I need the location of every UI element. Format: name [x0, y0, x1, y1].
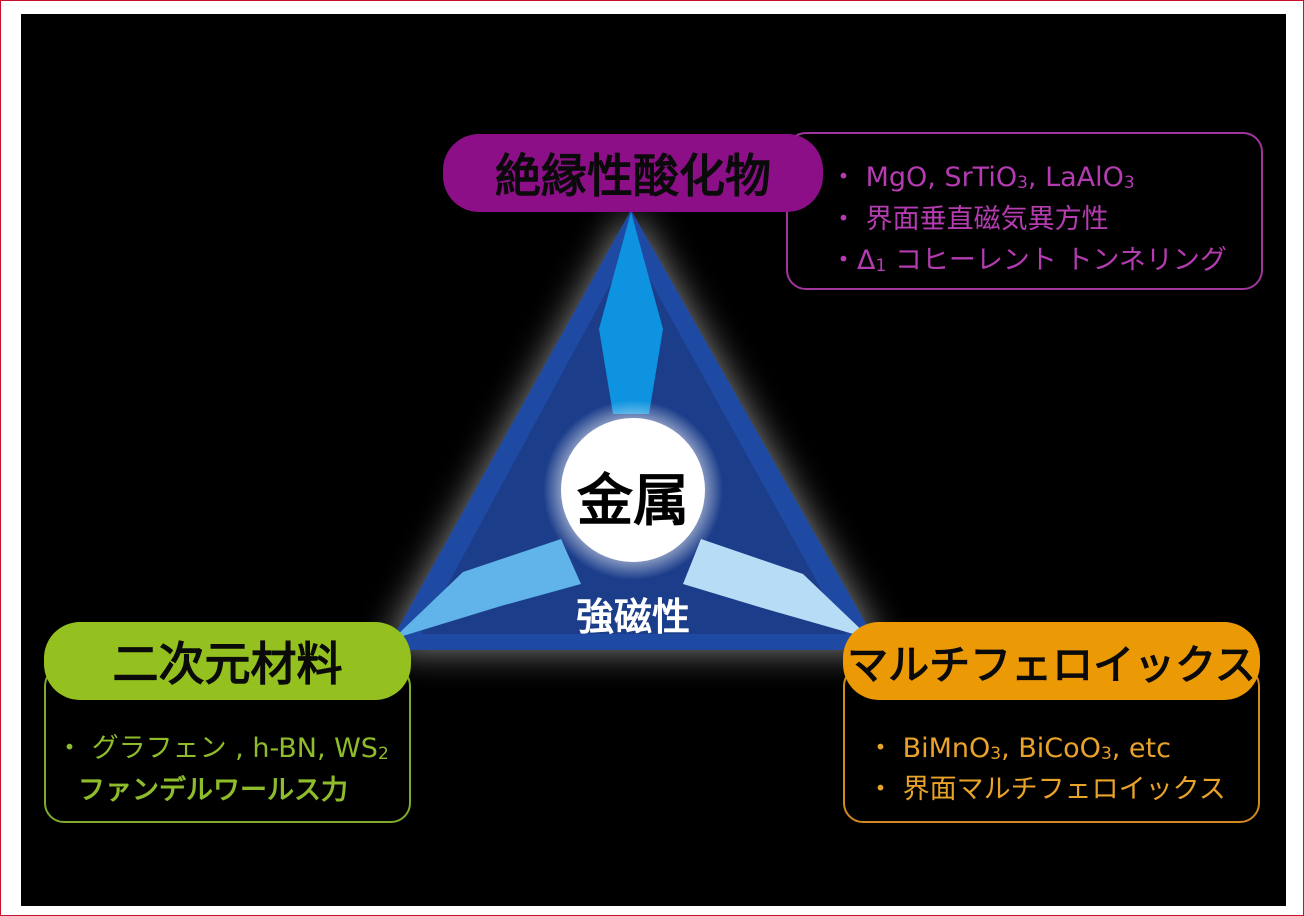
spoke-top: [599, 212, 663, 414]
triangle-diagram: [386, 210, 881, 650]
spoke-right: [683, 539, 871, 639]
oxide-info-box: ・ MgO, SrTiO3, LaAlO3 ・ 界面垂直磁気異方性 ・Δ1 コヒ…: [786, 132, 1263, 290]
spoke-left: [393, 539, 581, 639]
multiferroic-info-box: ・ BiMnO3, BiCoO3, etc ・ 界面マルチフェロイックス: [843, 666, 1260, 823]
multiferroic-line-1: ・ BiMnO3, BiCoO3, etc: [867, 733, 1171, 764]
two-d-info-box: ・ グラフェン , h-BN, WS2 ファンデルワールス力: [44, 666, 411, 823]
diagram-canvas: 金属 強磁性 ・ MgO, SrTiO3, LaAlO3 ・ 界面垂直磁気異方性…: [21, 14, 1286, 906]
two-d-line-2: ファンデルワールス力: [78, 775, 348, 806]
oxide-line-2: ・ 界面垂直磁気異方性: [830, 204, 1109, 235]
center-sublabel: 強磁性: [575, 595, 690, 639]
oxide-line-1: ・ MgO, SrTiO3, LaAlO3: [830, 162, 1135, 193]
oxide-line-3: ・Δ1 コヒーレント トンネリング: [830, 245, 1227, 276]
center-circle: [561, 418, 705, 562]
oxide-label: 絶縁性酸化物: [443, 134, 823, 212]
two-d-line-1: ・ グラフェン , h-BN, WS2: [56, 733, 389, 764]
center-label: 金属: [577, 469, 689, 534]
multiferroic-line-2: ・ 界面マルチフェロイックス: [867, 774, 1226, 805]
two-d-label: 二次元材料: [44, 622, 411, 700]
multiferroic-label: マルチフェロイックス: [843, 622, 1260, 700]
